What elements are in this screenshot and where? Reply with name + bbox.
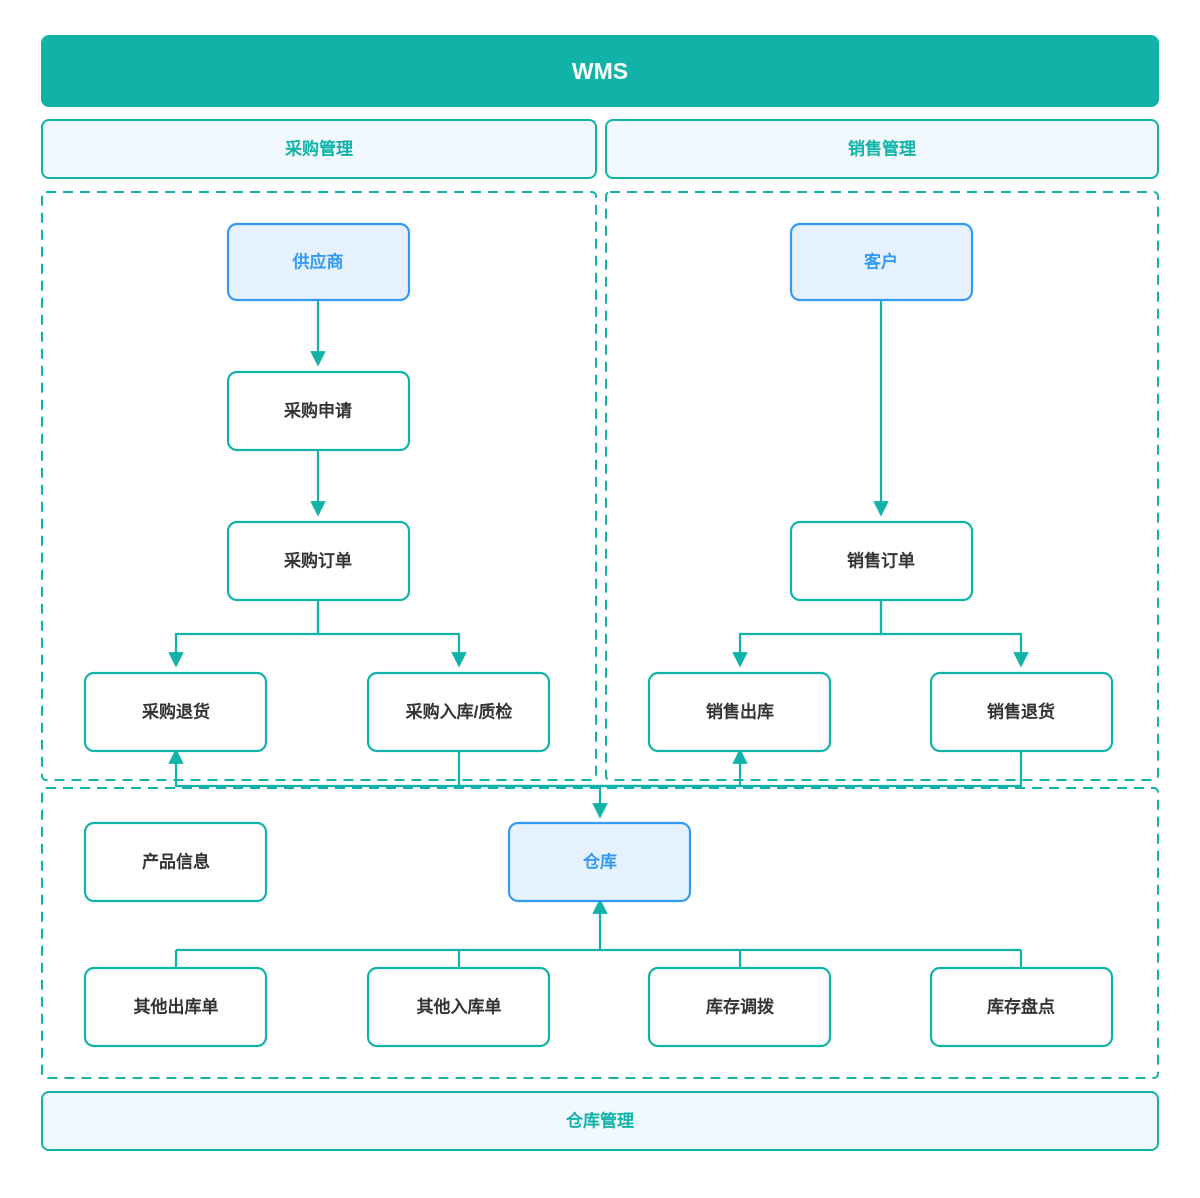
edge-purchase-order-to-purchase-return — [168, 600, 320, 668]
purchase-return-label: 采购退货 — [141, 701, 210, 721]
supplier-box[interactable] — [226, 222, 411, 302]
purchase-section-header: 采购管理 — [41, 119, 597, 179]
stock-count-label: 库存盘点 — [987, 996, 1055, 1016]
other-outbound-box[interactable] — [83, 966, 268, 1048]
other-inbound-box[interactable] — [366, 966, 551, 1048]
node-customer[interactable]: 客户 — [789, 222, 974, 302]
edge-warehouse-to-sales-outbound — [600, 748, 748, 788]
stock-transfer-box[interactable] — [647, 966, 832, 1048]
node-other-inbound[interactable]: 其他入库单 — [366, 966, 551, 1048]
wms-header-rect — [41, 35, 1159, 107]
product-info-label: 产品信息 — [142, 851, 210, 871]
product-info-box[interactable] — [83, 821, 268, 903]
purchase-header-rect — [41, 119, 597, 179]
sales-order-label: 销售订单 — [847, 550, 915, 570]
purchase-inbound-qc-label: 采购入库/质检 — [405, 701, 513, 721]
sales-section-header: 销售管理 — [605, 119, 1159, 179]
purchase-return-box[interactable] — [83, 671, 268, 753]
node-sales-outbound[interactable]: 销售出库 — [647, 671, 832, 753]
node-other-outbound[interactable]: 其他出库单 — [83, 966, 268, 1048]
sales-group-container — [605, 191, 1159, 781]
node-purchase-return[interactable]: 采购退货 — [83, 671, 268, 753]
node-purchase-request[interactable]: 采购申请 — [226, 370, 411, 452]
warehouse-footer: 仓库管理 — [41, 1091, 1159, 1151]
node-warehouse[interactable]: 仓库 — [507, 821, 692, 903]
edge-purchase-order-to-purchase-inbound — [316, 600, 467, 668]
node-stock-count[interactable]: 库存盘点 — [929, 966, 1114, 1048]
edge-purchase-inbound-to-warehouse — [457, 751, 608, 819]
sales-header-rect — [605, 119, 1159, 179]
sales-outbound-box[interactable] — [647, 671, 832, 753]
sales-header-label: 销售管理 — [848, 138, 916, 158]
warehouse-footer-rect — [41, 1091, 1159, 1151]
other-outbound-label: 其他出库单 — [134, 996, 219, 1016]
node-purchase-order[interactable]: 采购订单 — [226, 520, 411, 602]
other-inbound-label: 其他入库单 — [417, 996, 502, 1016]
edge-sales-order-to-sales-outbound — [732, 600, 883, 668]
node-supplier[interactable]: 供应商 — [226, 222, 411, 302]
wms-header-bar: WMS — [41, 35, 1159, 107]
warehouse-label: 仓库 — [582, 851, 617, 871]
sales-outbound-label: 销售出库 — [706, 701, 774, 721]
edge-warehouse-to-purchase-return — [168, 748, 600, 788]
node-sales-return[interactable]: 销售退货 — [929, 671, 1114, 753]
node-stock-transfer[interactable]: 库存调拨 — [647, 966, 832, 1048]
customer-box[interactable] — [789, 222, 974, 302]
wms-header-label: WMS — [572, 58, 628, 84]
edge-layer — [168, 300, 1029, 1006]
warehouse-footer-label: 仓库管理 — [565, 1110, 634, 1130]
purchase-request-box[interactable] — [226, 370, 411, 452]
sales-order-box[interactable] — [789, 520, 974, 602]
node-purchase-inbound-qc[interactable]: 采购入库/质检 — [366, 671, 551, 753]
sales-return-box[interactable] — [929, 671, 1114, 753]
purchase-order-label: 采购订单 — [283, 550, 352, 570]
purchase-order-box[interactable] — [226, 520, 411, 602]
supplier-label: 供应商 — [292, 251, 344, 271]
stock-transfer-label: 库存调拨 — [706, 996, 775, 1016]
node-product-info[interactable]: 产品信息 — [83, 821, 268, 903]
purchase-header-label: 采购管理 — [284, 138, 353, 158]
purchase-request-label: 采购申请 — [283, 400, 352, 420]
node-sales-order[interactable]: 销售订单 — [789, 520, 974, 602]
edge-sales-order-to-sales-return — [879, 600, 1029, 668]
sales-return-label: 销售退货 — [987, 701, 1055, 721]
purchase-inbound-qc-box[interactable] — [366, 671, 551, 753]
customer-label: 客户 — [863, 251, 898, 271]
warehouse-box[interactable] — [507, 821, 692, 903]
stock-count-box[interactable] — [929, 966, 1114, 1048]
purchase-group-container — [41, 191, 597, 781]
